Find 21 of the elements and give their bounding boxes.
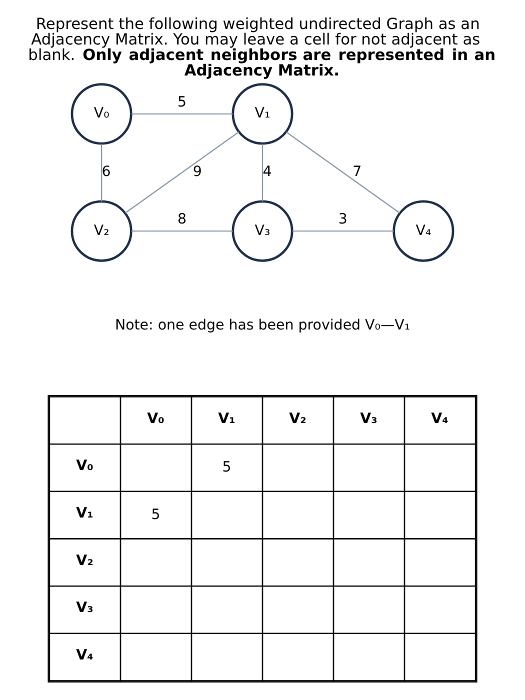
label: V₁ — [76, 506, 94, 522]
edge-label: 9 — [192, 164, 202, 180]
edge-label: 7 — [352, 164, 362, 180]
diagram-title: Represent the following weighted undirected Graph as an Adjacency Matrix. You may leave a cell for not adjacent as blank. Only adjacent neighbors are represented in an Adjacency Matrix. — [28, 15, 496, 80]
label: V₂ — [289, 410, 306, 427]
label: V₄ — [76, 648, 94, 664]
label: V₀ — [76, 458, 94, 474]
edge-label: 6 — [102, 164, 111, 180]
label: V₄ — [431, 410, 448, 427]
label: 5 — [151, 506, 160, 523]
label: V₃ — [76, 600, 94, 616]
edge-label: 4 — [262, 164, 272, 180]
label: Note: one edge has been provided V₀—V₁ — [114, 317, 410, 334]
edge-label: 3 — [338, 212, 348, 228]
label: V₂ — [76, 552, 94, 569]
label: V₀ — [147, 410, 164, 427]
label: V₁ — [218, 410, 236, 427]
label: 5 — [222, 459, 232, 476]
edge-label: 5 — [178, 94, 187, 110]
edge-label: 8 — [178, 212, 187, 228]
label: V₃ — [360, 410, 378, 427]
